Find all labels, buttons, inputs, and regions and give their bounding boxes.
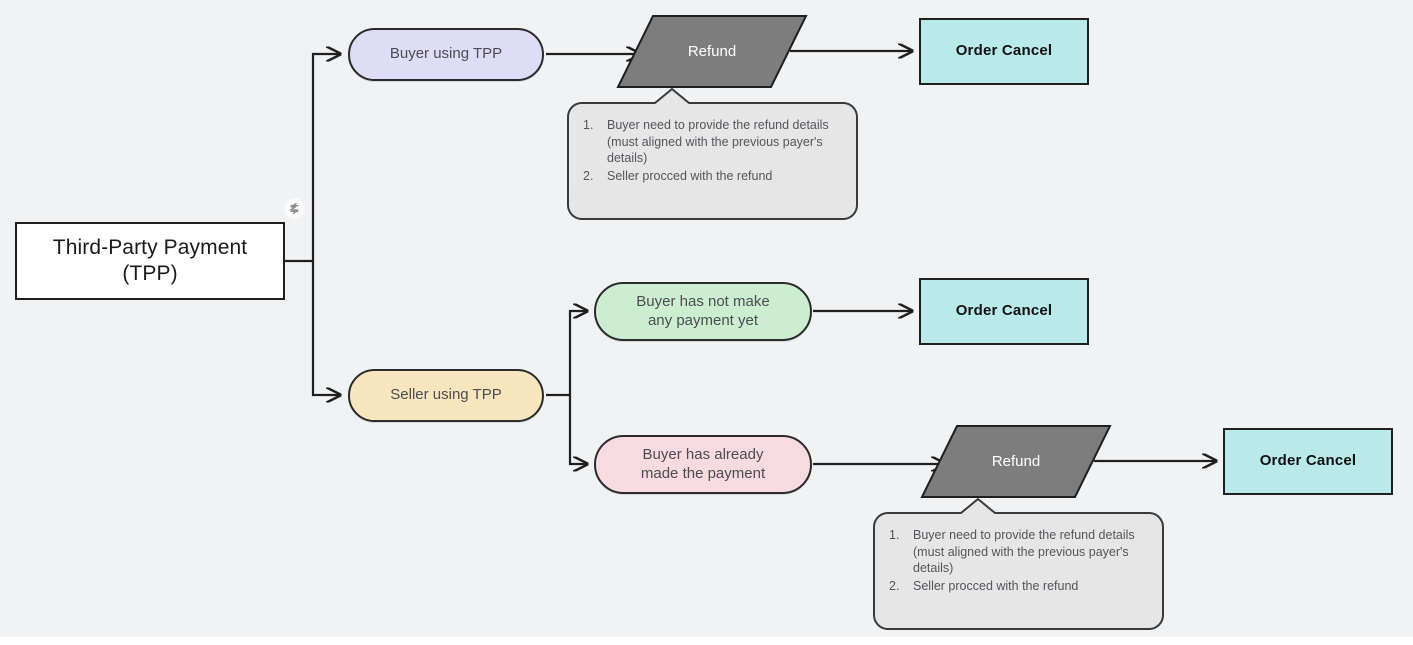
wire-root-seller: [311, 261, 340, 395]
note-item-text: Buyer need to provide the refund details…: [913, 528, 1135, 576]
note-refund-bottom-list: 1. Buyer need to provide the refund deta…: [883, 527, 1148, 595]
node-seller-using-tpp[interactable]: Seller using TPP: [348, 369, 544, 422]
node-buyer-using-tpp[interactable]: Buyer using TPP: [348, 28, 544, 81]
note-item-text: Seller procced with the refund: [913, 578, 1079, 593]
note-item-number: 1.: [889, 528, 900, 542]
wire-seller-alreadypaid: [568, 395, 587, 464]
note-item: 2. Seller procced with the refund: [883, 578, 1148, 595]
node-order-cancel-1[interactable]: Order Cancel: [919, 18, 1089, 85]
note-refund-top-list: 1. Buyer need to provide the refund deta…: [577, 117, 842, 185]
node-third-party-payment[interactable]: Third-Party Payment (TPP): [15, 222, 285, 300]
node-refund-top[interactable]: Refund: [616, 15, 808, 88]
node-order-cancel-2[interactable]: Order Cancel: [919, 278, 1089, 345]
node-buyer-has-not-made-payment[interactable]: Buyer has not make any payment yet: [594, 282, 812, 341]
node-refund-bottom[interactable]: Refund: [920, 425, 1112, 498]
note-item-number: 1.: [583, 118, 594, 132]
note-item-text: Buyer need to provide the refund details…: [607, 118, 829, 166]
note-refund-top[interactable]: 1. Buyer need to provide the refund deta…: [566, 88, 859, 221]
note-item-number: 2.: [583, 168, 594, 183]
zigzag-connector-icon[interactable]: [284, 198, 305, 219]
note-item: 2. Seller procced with the refund: [577, 168, 842, 185]
node-order-cancel-3[interactable]: Order Cancel: [1223, 428, 1393, 495]
wire-seller-notpaid: [568, 311, 587, 395]
note-refund-bottom[interactable]: 1. Buyer need to provide the refund deta…: [872, 498, 1165, 631]
note-item-text: Seller procced with the refund: [607, 168, 773, 183]
node-buyer-has-already-paid[interactable]: Buyer has already made the payment: [594, 435, 812, 494]
note-item: 1. Buyer need to provide the refund deta…: [883, 527, 1148, 577]
note-item-number: 2.: [889, 578, 900, 593]
note-item: 1. Buyer need to provide the refund deta…: [577, 117, 842, 167]
wire-root-buyer: [311, 54, 340, 261]
